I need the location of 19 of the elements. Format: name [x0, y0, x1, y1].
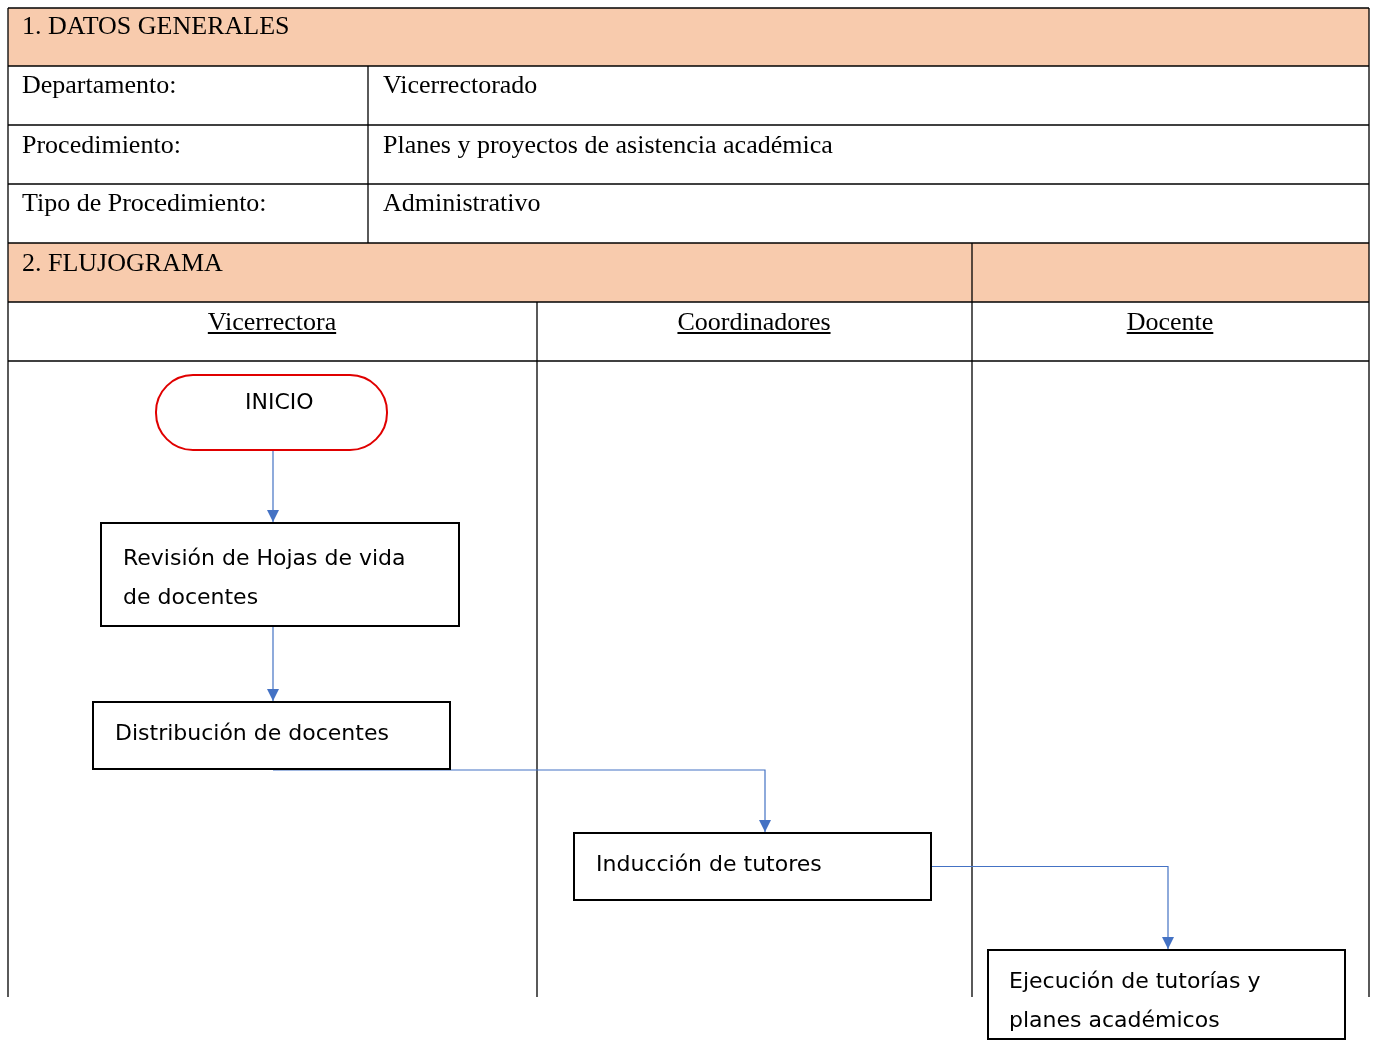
field-value: Planes y proyectos de asistencia académica	[383, 130, 833, 160]
arrow	[267, 450, 279, 523]
field-value: Administrativo	[383, 188, 541, 218]
field-label: Procedimiento:	[22, 130, 181, 160]
arrow	[267, 626, 279, 702]
process-box: Inducción de tutores	[573, 832, 932, 901]
process-box: Ejecución de tutorías y planes académicos	[987, 949, 1346, 1040]
start-terminal: INICIO	[155, 374, 388, 451]
lane-heading: Coordinadores	[677, 307, 831, 337]
lane-heading: Docente	[1126, 307, 1214, 337]
field-value: Vicerrectorado	[383, 70, 538, 100]
lane-heading: Vicerrectora	[207, 307, 337, 337]
process-box: Distribución de docentes	[92, 701, 451, 770]
field-label: Departamento:	[22, 70, 177, 100]
section-heading: 1. DATOS GENERALES	[22, 11, 290, 41]
section-heading: 2. FLUJOGRAMA	[22, 248, 223, 278]
process-box: Revisión de Hojas de vida de docentes	[100, 522, 460, 627]
field-label: Tipo de Procedimiento:	[22, 188, 267, 218]
arrow	[931, 865, 1174, 950]
